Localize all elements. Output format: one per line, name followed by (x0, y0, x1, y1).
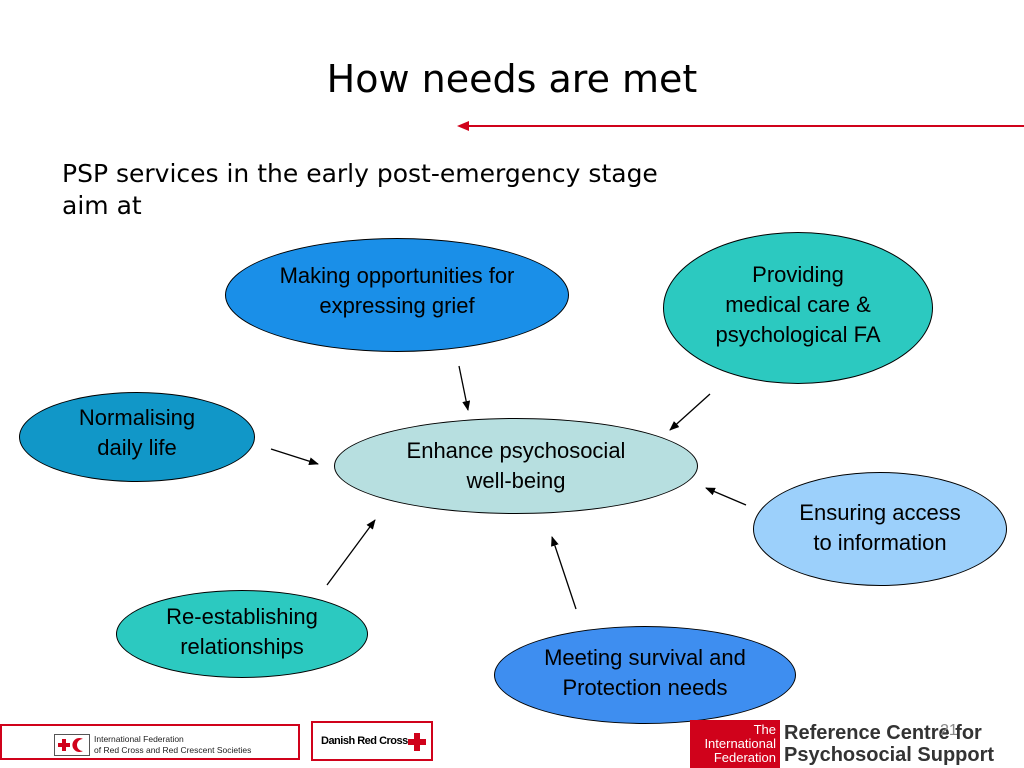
node-relationships: Re-establishing relationships (116, 590, 368, 678)
danish-red-cross-banner: Danish Red Cross (311, 721, 433, 761)
ifrc-name: International Federation of Red Cross an… (94, 734, 252, 755)
intro-text: PSP services in the early post-emergency… (62, 159, 658, 220)
slide-footer: International Federation of Red Cross an… (0, 718, 1024, 768)
title-underline-arrow (457, 121, 1024, 131)
arrow-grief (458, 365, 471, 411)
arrow-relationships (326, 519, 376, 586)
reference-centre-name: Reference Centre for Psychosocial Suppor… (784, 722, 995, 766)
node-expressing-grief: Making opportunities for expressing grie… (225, 238, 569, 352)
ifrc-logo (54, 734, 90, 756)
node-access-to-information: Ensuring access to information (753, 472, 1007, 586)
node-survival-protection: Meeting survival and Protection needs (494, 626, 796, 724)
page-number: 21 (940, 722, 958, 739)
center-node-psychosocial-wellbeing: Enhance psychosocial well-being (334, 418, 698, 514)
node-normalising-daily-life: Normalising daily life (19, 392, 255, 482)
arrow-survival (551, 536, 577, 610)
arrow-info (705, 487, 747, 506)
slide-title: How needs are met (326, 57, 698, 101)
red-cross-icon (408, 733, 426, 751)
arrow-medical (669, 393, 711, 431)
node-medical-care: Providing medical care & psychological F… (663, 232, 933, 384)
danish-red-cross-name: Danish Red Cross (321, 735, 408, 747)
federation-block: The International Federation (690, 720, 780, 768)
ifrc-banner: International Federation of Red Cross an… (0, 724, 300, 760)
arrow-normal (270, 448, 319, 466)
